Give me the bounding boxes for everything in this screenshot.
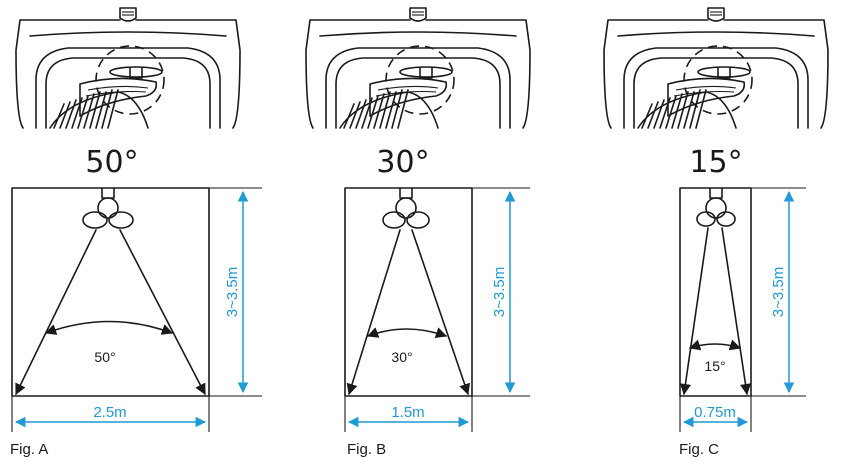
figure-a: 50° 50° 3~3.5m 2.5m Fig. A (10, 7, 262, 458)
beam-line-left-b (346, 229, 401, 396)
angle-heading-a: 50° (85, 145, 138, 180)
beam-arc-b (366, 327, 448, 338)
height-label-a: 3~3.5m (224, 267, 241, 317)
beam-line-right-a (119, 229, 206, 395)
beam-line-right-c (721, 227, 752, 396)
fixture-illustration-b (305, 7, 531, 129)
light-head-icon (82, 187, 134, 229)
width-label-a: 2.5m (93, 404, 126, 421)
figure-b: 30° 30° 3~3.5m 1.5m Fig. B (305, 7, 531, 458)
light-head-icon (696, 187, 736, 227)
room-box-b (344, 187, 473, 397)
beam-angle-label-a: 50° (94, 349, 115, 365)
beam-line-left-c (679, 227, 709, 396)
beam-line-right-b (411, 229, 471, 396)
figure-caption-a: Fig. A (10, 441, 48, 458)
angle-heading-b: 30° (376, 145, 429, 180)
fixture-illustration-a (15, 7, 241, 129)
beam-angle-label-b: 30° (391, 349, 412, 365)
room-box-c (679, 187, 752, 397)
height-label-c: 3~3.5m (770, 267, 787, 317)
angle-heading-c: 15° (689, 145, 742, 180)
light-head-icon (382, 187, 430, 229)
figure-caption-c: Fig. C (679, 441, 719, 458)
figure-caption-b: Fig. B (347, 441, 386, 458)
beam-angle-label-c: 15° (704, 358, 725, 374)
height-label-b: 3~3.5m (491, 267, 508, 317)
beam-line-left-a (15, 229, 97, 396)
beam-arc-a (44, 320, 174, 335)
fixture-illustration-c (603, 7, 829, 129)
room-box-a (11, 187, 210, 397)
width-label-b: 1.5m (391, 404, 424, 421)
figure-c: 15° 15° 3~3.5m 0.75m Fig. C (603, 7, 829, 458)
width-label-c: 0.75m (694, 404, 736, 421)
beam-arc-c (688, 339, 742, 351)
